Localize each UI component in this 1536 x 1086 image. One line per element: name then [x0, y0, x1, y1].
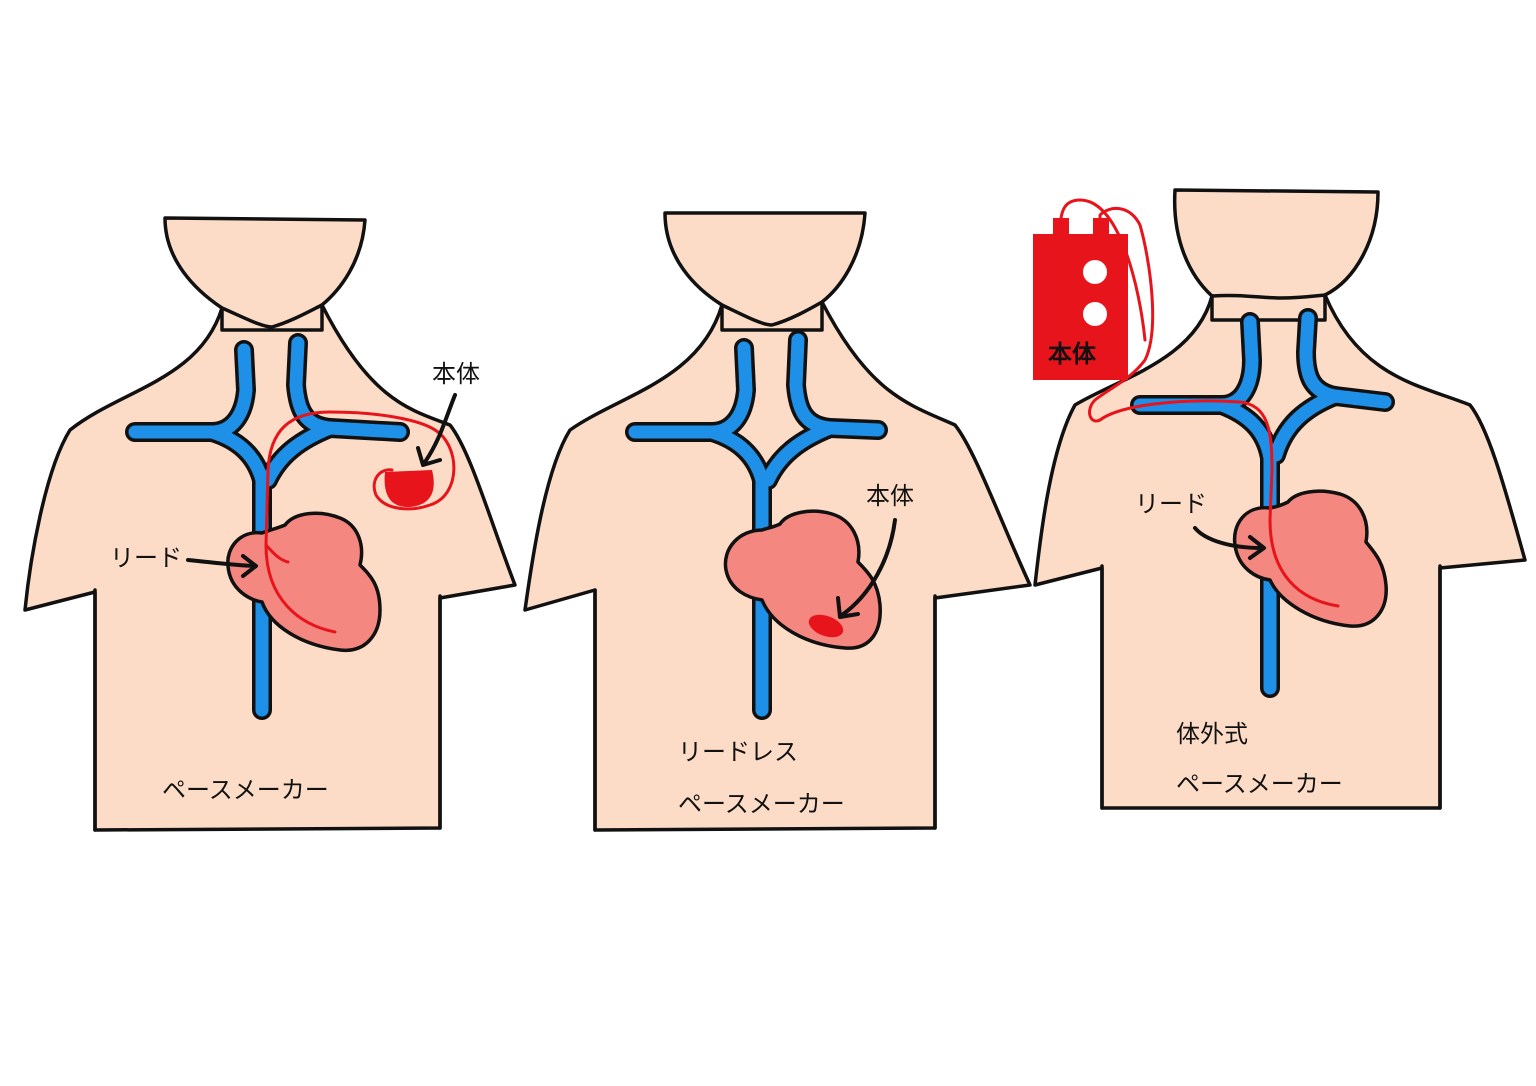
lead-label-3: リード — [1135, 490, 1207, 518]
dial-top — [1083, 260, 1107, 284]
head-3 — [1172, 188, 1380, 322]
device-label-3: 本体 — [1048, 340, 1097, 368]
veins-2 — [625, 330, 888, 720]
caption-3-line-2: ペースメーカー — [1176, 770, 1343, 798]
dial-bottom — [1083, 302, 1107, 326]
arrow-device-2 — [840, 518, 897, 617]
caption-3-line-1: 体外式 — [1176, 720, 1248, 748]
external-pulse-generator-icon: 本体 — [1033, 218, 1128, 380]
head-1 — [163, 216, 367, 332]
device-label-2: 本体 — [866, 482, 914, 510]
caption-2-line-1: リードレス — [678, 738, 798, 766]
veins-3 — [1130, 308, 1395, 698]
heart-3 — [1232, 489, 1388, 628]
arrow-device-1 — [423, 393, 457, 464]
leadless-capsule-icon — [808, 614, 844, 638]
head-2 — [663, 211, 867, 332]
caption-1-line-1: ペースメーカー — [162, 776, 329, 804]
lead-wire-1 — [264, 410, 437, 634]
panel-conventional-pacemaker: 本体 リード ペースメーカー — [23, 216, 517, 832]
lead-label-1: リード — [110, 544, 182, 572]
lead-wire-3 — [1098, 399, 1340, 608]
caption-2-line-2: ペースメーカー — [678, 790, 845, 818]
panel-leadless-pacemaker: 本体 リードレス ペースメーカー — [523, 211, 1032, 832]
arrow-lead-1 — [186, 558, 257, 568]
panel-external-pacemaker: 本体 リード 体外式 ペースメーカー — [1033, 188, 1527, 810]
chin-line-1 — [220, 303, 324, 329]
device-label-1: 本体 — [432, 360, 480, 388]
pacemaker-generator-icon — [384, 470, 434, 508]
arrow-lead-3 — [1193, 526, 1264, 550]
